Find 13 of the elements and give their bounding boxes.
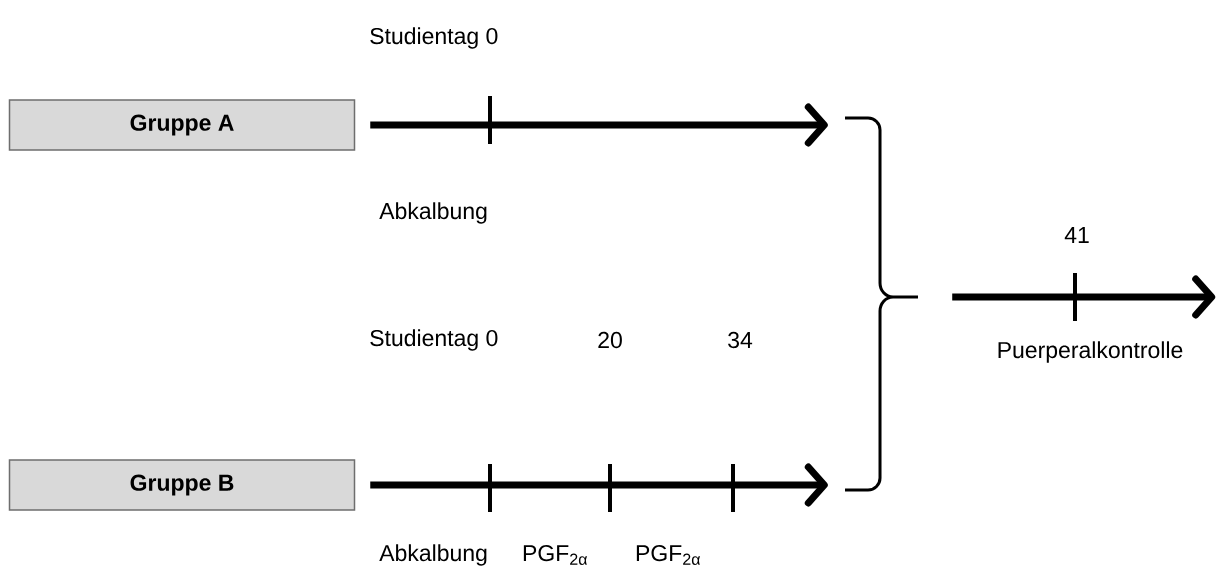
brace xyxy=(843,116,920,492)
tick-label: Studientag 0 xyxy=(370,329,498,351)
tick-label: 41 xyxy=(1064,227,1089,243)
group-box: Gruppe B xyxy=(8,459,356,511)
tick-label: 34 xyxy=(728,331,753,349)
tick-label: PGF$_{2α}$ xyxy=(523,545,588,565)
tick-label: Abkalbung xyxy=(379,202,487,224)
tick-label: 20 xyxy=(598,331,622,349)
tick-label: Puerperalkontrolle xyxy=(998,341,1183,363)
tick-label: PGF$_{2α}$ xyxy=(636,545,701,565)
group-box: Gruppe A xyxy=(8,99,356,151)
tick-label: Studientag 0 xyxy=(370,27,498,49)
tick-label: Abkalbung xyxy=(379,544,487,566)
